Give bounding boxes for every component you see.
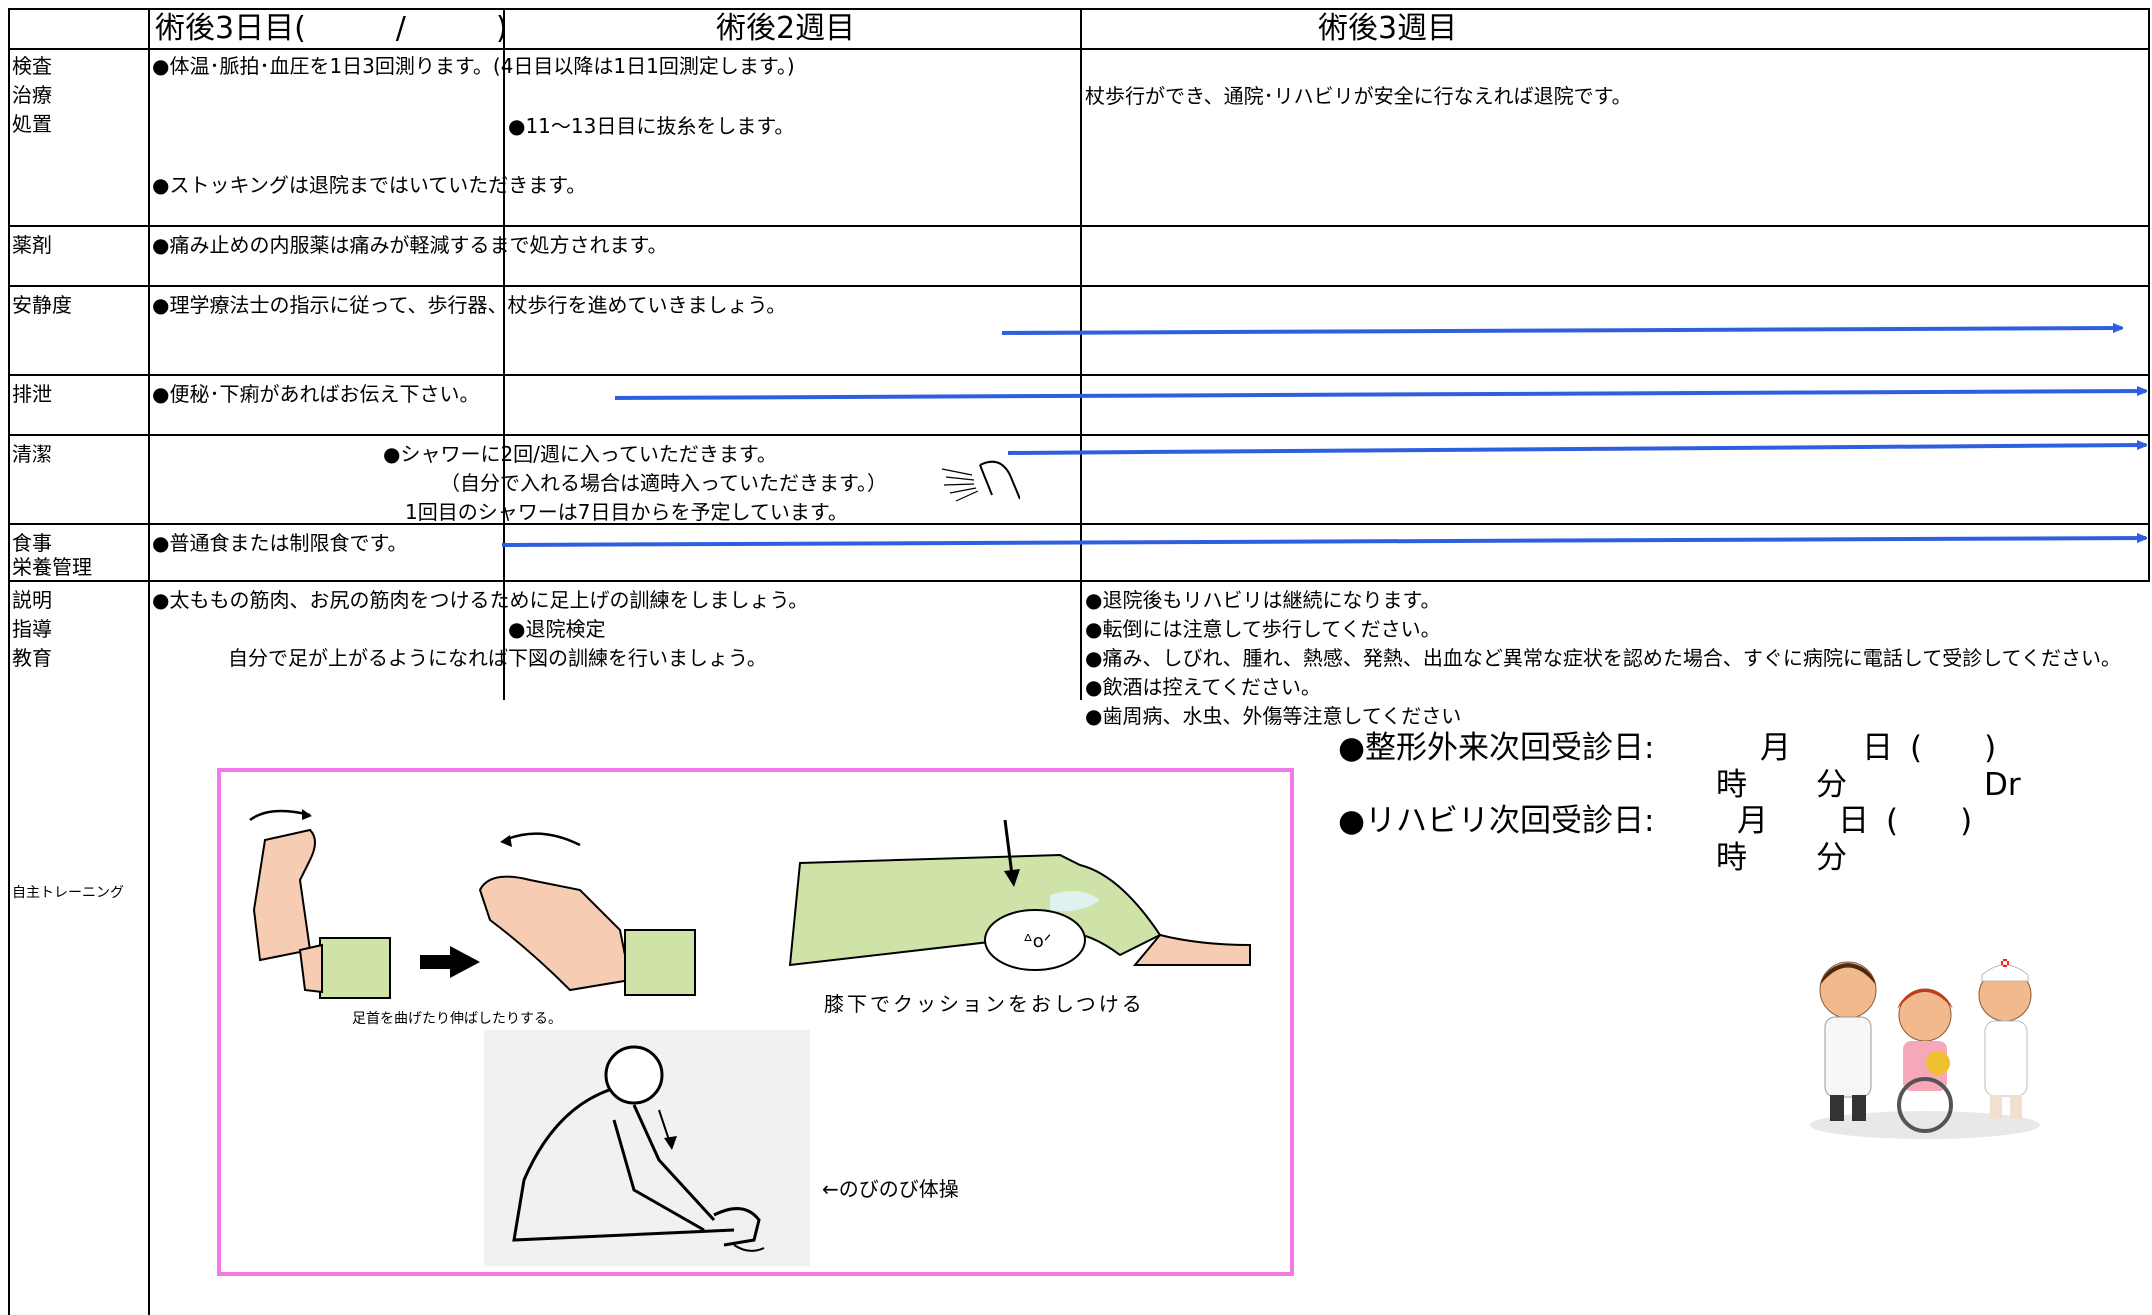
svg-text:ᐞoᐟ: ᐞoᐟ: [1023, 931, 1051, 952]
row-border-setsumei: [8, 580, 2150, 582]
anseido-text: ●理学療法士の指示に従って、歩行器、杖歩行を進めていきましょう。: [152, 293, 787, 317]
row-label-setsumei: 説明: [12, 588, 52, 612]
header-col3: 術後3週目: [1318, 11, 1458, 46]
header-col1: 術後3日目( / ): [155, 11, 508, 46]
row-border-haisetsu: [8, 374, 2150, 376]
setsumei-right-1: ●退院後もリハビリは継続になります。: [1085, 588, 1441, 612]
kensa-text-2: ●11～13日目に抜糸をします。: [508, 114, 795, 138]
rehab-appointment-label: ●リハビリ次回受診日:: [1338, 803, 1655, 839]
arrow-haisetsu: [614, 391, 2146, 400]
rehab-day: 日: [1838, 803, 1869, 839]
ortho-month: 月: [1760, 730, 1791, 766]
rehab-minute: 分: [1816, 840, 1847, 876]
stretch-exercise-illustration: [484, 1030, 810, 1266]
row-label-kyoiku: 教育: [12, 646, 52, 670]
row-label-shochi: 処置: [12, 112, 52, 136]
row-label-shokuji: 食事: [12, 531, 52, 555]
row-border-anseido: [8, 285, 2150, 287]
kensa-text-1: ●体温･脈拍･血圧を1日3回測ります。(4日目以降は1日1回測定します。): [152, 54, 795, 78]
row-label-chiryo: 治療: [12, 83, 52, 107]
col3-border: [1080, 8, 1082, 700]
seiketsu-text-2: （自分で入れる場合は適時入っていただきます。）: [440, 471, 887, 495]
rehab-hour: 時: [1716, 840, 1747, 876]
label-column-border: [148, 8, 150, 1315]
table-top-border: [8, 8, 2150, 10]
setsumei-right-4: ●飲酒は控えてください。: [1085, 675, 1321, 699]
row-label-seiketsu: 清潔: [12, 442, 52, 466]
row-label-haisetsu: 排泄: [12, 382, 52, 406]
arrow-seiketsu: [1007, 445, 2146, 455]
rehab-month: 月: [1737, 803, 1768, 839]
shower-icon: [941, 460, 1020, 502]
yakuzai-text: ●痛み止めの内服薬は痛みが軽減するまで処方されます。: [152, 233, 668, 257]
row-border-yakuzai: [8, 225, 2150, 227]
ortho-day: 日: [1862, 730, 1893, 766]
row-label-anseido: 安静度: [12, 293, 72, 317]
header-bottom-border: [8, 48, 2150, 50]
rehab-paren: ( ): [1886, 803, 1973, 839]
kensa-text-4: 杖歩行ができ、通院･リハビリが安全に行なえれば退院です。: [1085, 84, 1632, 108]
row-label-eiyo: 栄養管理: [12, 555, 92, 579]
ortho-minute: 分: [1816, 767, 1847, 803]
knee-cushion-illustration: ᐞoᐟ: [788, 819, 1251, 971]
seiketsu-text-1: ●シャワーに2回/週に入っていただきます。: [383, 442, 777, 466]
setsumei-text-3: 自分で足が上がるようになれば下図の訓練を行いましょう。: [228, 646, 767, 670]
row-label-jishu: 自主トレーニング: [12, 885, 124, 901]
setsumei-right-3: ●痛み、しびれ、腫れ、熱感、発熱、出血など異常な症状を認めた場合、すぐに病院に電…: [1085, 646, 2122, 670]
row-label-shido: 指導: [12, 617, 52, 641]
seiketsu-text-3: 1回目のシャワーは7日目からを予定しています。: [405, 500, 848, 524]
arrow-shokuji: [501, 538, 2146, 547]
ortho-appointment-label: ●整形外来次回受診日:: [1338, 730, 1655, 766]
kensa-text-3: ●ストッキングは退院まではいていただきます。: [152, 173, 587, 197]
setsumei-right-5: ●歯周病、水虫、外傷等注意してください: [1085, 704, 1462, 728]
shokuji-text: ●普通食または制限食です。: [152, 531, 408, 555]
medical-staff-illustration: [1810, 959, 2040, 1139]
table-right-border: [2148, 8, 2150, 580]
ankle-exercise-illustration: [249, 809, 696, 999]
ortho-paren: ( ): [1910, 730, 1997, 766]
ortho-hour: 時: [1716, 767, 1747, 803]
header-col2: 術後2週目: [716, 11, 856, 46]
training-illustration-box: [217, 768, 1294, 1276]
col2-border: [503, 8, 505, 700]
table-left-border: [8, 8, 10, 1315]
ankle-caption: 足首を曲げたり伸ばしたりする。: [352, 1011, 562, 1027]
setsumei-text-1: ●太ももの筋肉、お尻の筋肉をつけるために足上げの訓練をしましょう。: [152, 588, 809, 612]
row-label-yakuzai: 薬剤: [12, 233, 52, 257]
setsumei-right-2: ●転倒には注意して歩行してください。: [1085, 617, 1441, 641]
haisetsu-text: ●便秘･下痢があればお伝え下さい。: [152, 382, 480, 406]
knee-caption: 膝下でクッションをおしつける: [824, 992, 1145, 1016]
ortho-dr: Dr: [1984, 767, 2021, 803]
row-label-kensa: 検査: [12, 54, 52, 78]
setsumei-text-2: ●退院検定: [508, 617, 606, 641]
row-border-shokuji: [8, 523, 2150, 525]
arrow-anseido: [1001, 328, 2122, 335]
stretch-caption: ←のびのび体操: [822, 1177, 959, 1201]
row-border-seiketsu: [8, 434, 2150, 436]
